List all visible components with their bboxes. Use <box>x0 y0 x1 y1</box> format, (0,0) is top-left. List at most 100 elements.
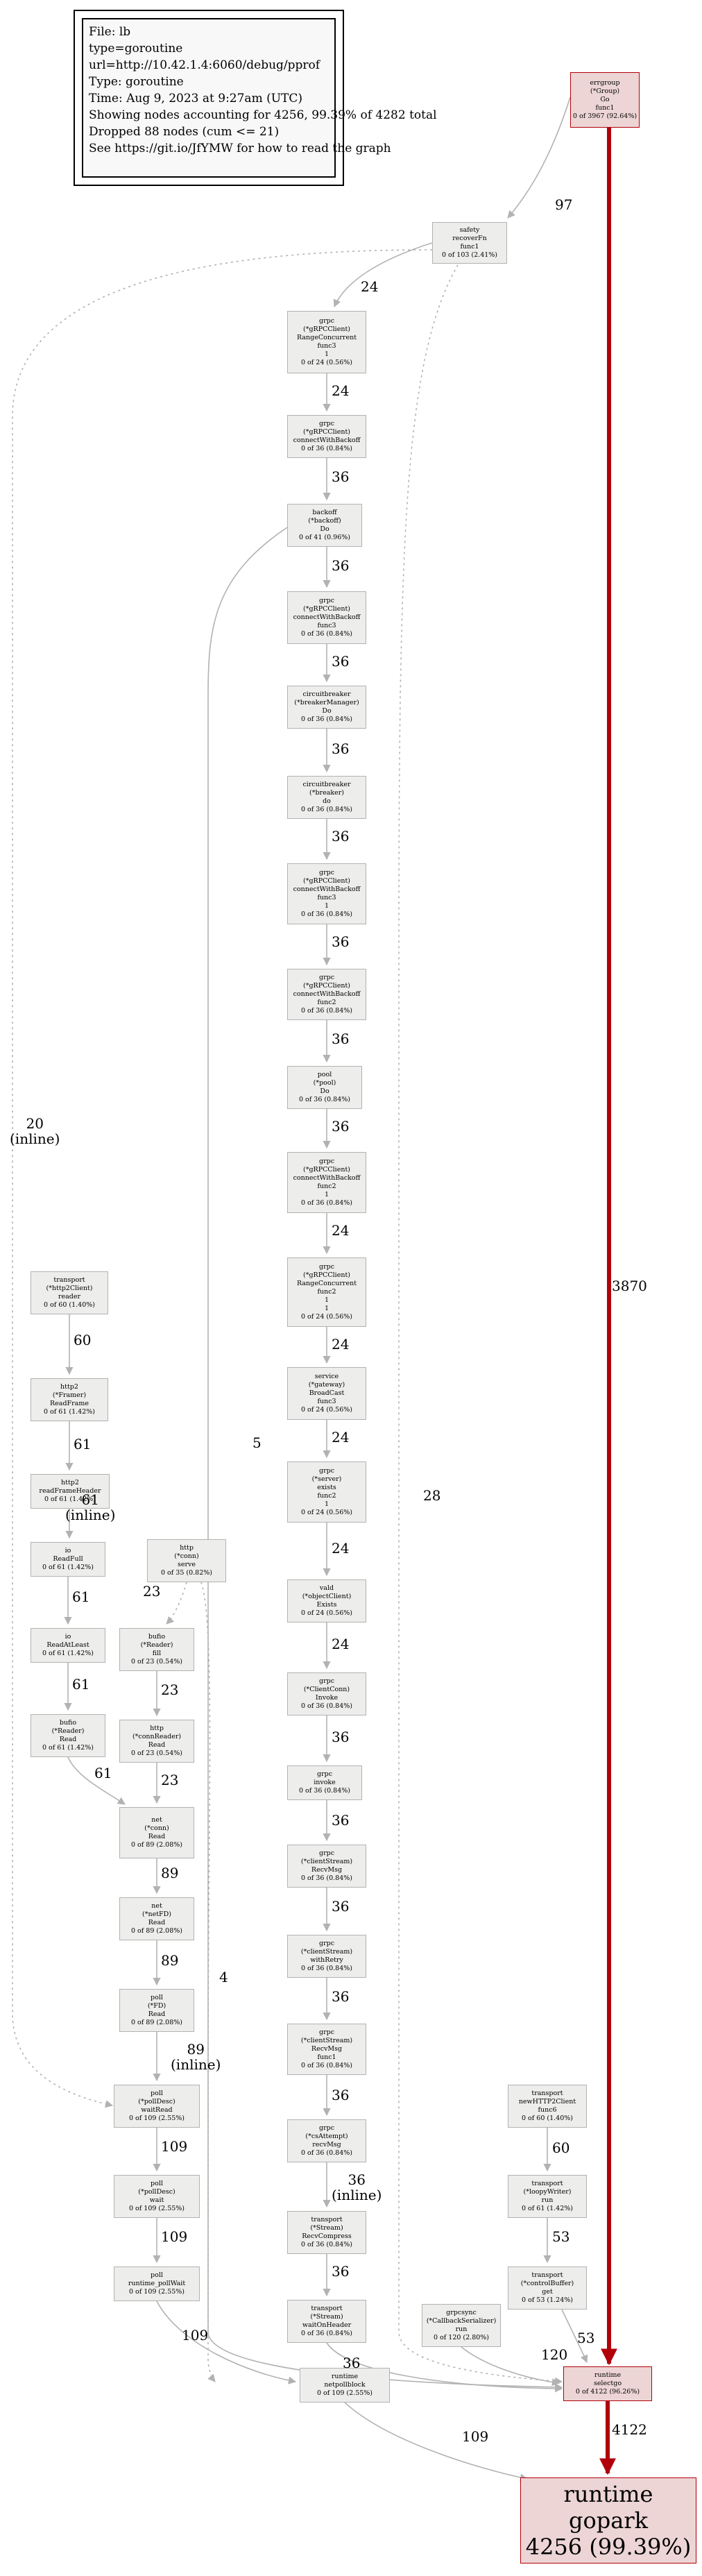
edge-label: 36 <box>332 934 349 949</box>
edge-label-value: 61 <box>72 1588 90 1605</box>
graph-node-line: grpc <box>318 1467 335 1475</box>
graph-node-line: runtime <box>563 2481 653 2507</box>
edge-e47 <box>561 2309 588 2364</box>
edge-label: 109 <box>462 2429 488 2444</box>
graph-node-line: func2 <box>317 999 336 1006</box>
edge-label-value: 20 <box>26 1115 44 1132</box>
edge-label: 61 <box>72 1589 89 1604</box>
edge-label: 20(inline) <box>10 1116 60 1146</box>
edge-e44 <box>344 2402 529 2482</box>
edge-label: 36 <box>332 1729 349 1745</box>
edge-label: 24 <box>361 279 378 294</box>
graph-node-line: waitRead <box>141 2106 173 2114</box>
edge-label-value: 36 <box>332 740 350 757</box>
graph-node-line: 0 of 36 (0.84%) <box>300 445 353 452</box>
edge-label: 61(inline) <box>65 1492 115 1523</box>
graph-node-line: 0 of 61 (1.42%) <box>42 1564 94 1571</box>
edge-label-value: 23 <box>161 1681 179 1698</box>
graph-node-line: 0 of 36 (0.84%) <box>300 1874 353 1882</box>
graph-node-line: poll <box>151 2180 163 2187</box>
graph-node-line: ReadAtLeast <box>46 1641 89 1649</box>
graph-node-line: 0 of 109 (2.55%) <box>316 2389 373 2397</box>
edge-label-value: 61 <box>72 1676 90 1693</box>
edge-label: 23 <box>161 1682 178 1697</box>
graph-node-line: (*clientStream) <box>300 2037 353 2044</box>
edge-label-value: 4 <box>219 1969 228 1985</box>
graph-node-line: backoff <box>312 509 337 516</box>
graph-node-line: 0 of 61 (1.42%) <box>43 1408 96 1416</box>
edge-label-value: 36 <box>332 557 350 574</box>
graph-node-line: 0 of 36 (0.84%) <box>300 715 353 723</box>
graph-node-line: 0 of 36 (0.84%) <box>298 1787 351 1795</box>
graph-node-line: 1 <box>324 1191 329 1198</box>
graph-node-line: (*pollDesc) <box>138 2188 176 2196</box>
graph-node-line: 0 of 24 (0.56%) <box>300 1406 353 1414</box>
graph-node-line: 0 of 23 (0.54%) <box>130 1749 183 1757</box>
graph-node-line: (*http2Client) <box>46 1285 93 1292</box>
graph-node-line: (*gRPCClient) <box>303 325 350 333</box>
graph-node-line: recoverFn <box>452 235 487 242</box>
edge-label-value: 36 <box>332 933 350 950</box>
graph-node-line: 0 of 53 (1.24%) <box>521 2296 574 2304</box>
graph-node-line: func1 <box>595 104 615 112</box>
graph-node-line: (*Reader) <box>51 1727 85 1735</box>
edge-label-value: 97 <box>555 196 573 213</box>
graph-node-line: io <box>65 1633 71 1641</box>
graph-node-line: runtime_pollWait <box>128 2280 186 2287</box>
graph-node-line: (*pollDesc) <box>138 2098 176 2105</box>
graph-node-line: bufio <box>59 1719 77 1727</box>
edge-label: 36(inline) <box>332 2172 382 2203</box>
edge-label-value: 23 <box>143 1583 161 1600</box>
graph-node-line: connectWithBackoff <box>293 886 361 893</box>
graph-node-line: 0 of 24 (0.56%) <box>300 1509 353 1516</box>
graph-node-line: func3 <box>317 894 336 901</box>
